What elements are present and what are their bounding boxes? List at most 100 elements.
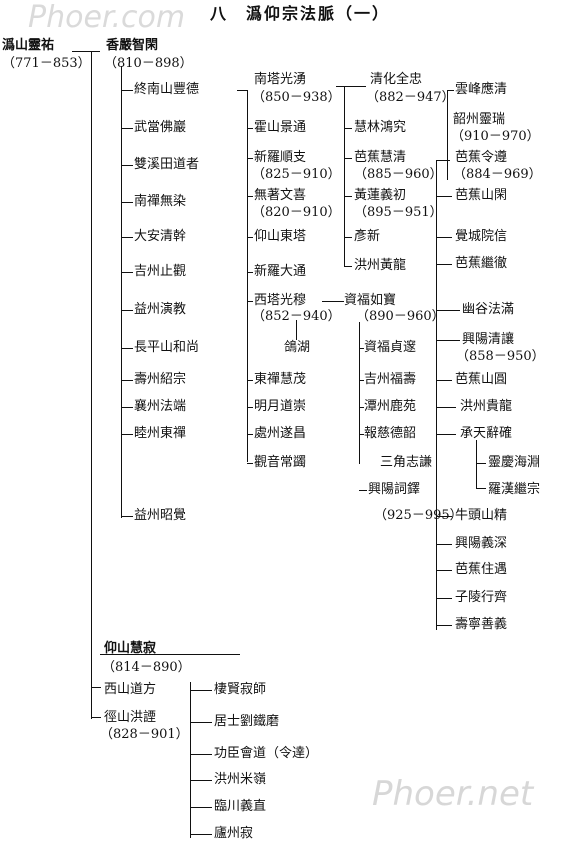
dash — [436, 625, 452, 626]
dash — [322, 301, 344, 302]
dash — [359, 490, 367, 491]
dash — [190, 722, 212, 723]
disciple: 益州昭覺 — [134, 508, 187, 523]
dash — [344, 196, 352, 197]
dash — [436, 570, 452, 571]
connector — [121, 66, 122, 518]
bajiao-shanxian: 芭蕉山閑 — [455, 188, 508, 203]
sanjiao: 三角志謙 — [380, 455, 433, 470]
guanyin: 觀音常蠲 — [254, 455, 307, 470]
dash — [247, 128, 253, 129]
nanta-dates: （850－938） — [252, 90, 341, 105]
yunfeng: 雲峰應清 — [455, 82, 508, 97]
dash — [121, 348, 133, 349]
dash — [121, 407, 133, 408]
zifu-zhensui: 資福貞邃 — [364, 340, 417, 355]
connector — [72, 51, 100, 52]
qinghua-dates: （882－947） — [366, 90, 455, 105]
disciple: 益州演教 — [134, 302, 187, 317]
baoci-deshao: 報慈德韶 — [364, 426, 417, 441]
dash — [247, 301, 253, 302]
dash — [121, 310, 133, 311]
connector — [344, 86, 345, 266]
xita-dates: （852－940） — [252, 309, 341, 324]
dash — [436, 264, 452, 265]
hongzhou-guilong: 洪州貴龍 — [460, 399, 513, 414]
lingqing: 靈慶海淵 — [488, 455, 541, 470]
dash — [121, 128, 133, 129]
connector — [296, 320, 297, 340]
connector — [447, 90, 448, 180]
connector — [91, 717, 101, 718]
xingyang-qingrang: 興陽清讓 — [462, 332, 515, 347]
disciple: 大安清幹 — [134, 229, 187, 244]
ziling: 子陵行齊 — [455, 590, 508, 605]
page-title: 八 潙仰宗法脈（一） — [210, 4, 391, 23]
juecheng: 覺城院信 — [455, 229, 508, 244]
xingyang-qingrang-dates: （858－950） — [456, 349, 545, 364]
nanta-name: 南塔光湧 — [254, 72, 307, 87]
shouning: 壽寧善義 — [455, 617, 508, 632]
dash — [344, 128, 352, 129]
dash — [190, 807, 212, 808]
qixian: 棲賢寂師 — [214, 682, 267, 697]
disciple: 吉州止觀 — [134, 264, 187, 279]
dongchan: 東禪慧茂 — [254, 372, 307, 387]
connector — [436, 160, 437, 630]
dash — [121, 272, 133, 273]
yangshan-dongta: 仰山東塔 — [254, 229, 307, 244]
dash — [190, 780, 212, 781]
dash — [436, 407, 456, 408]
xiangyan-name: 香嚴智閑 — [106, 38, 159, 53]
dash — [247, 237, 253, 238]
connector — [91, 687, 101, 688]
founder-dates: （771－853） — [2, 56, 91, 71]
dash — [247, 272, 253, 273]
bajiao-jiche: 芭蕉繼徹 — [455, 256, 508, 271]
jizhou-fushou: 吉州福壽 — [364, 372, 417, 387]
bajiao-shanyuan: 芭蕉山圓 — [455, 372, 508, 387]
hongzhou-huanglong: 洪州黃龍 — [354, 258, 407, 273]
huanglian: 黃蓮義初 — [354, 188, 407, 203]
dash — [121, 434, 133, 435]
yangshan-name: 仰山慧寂 — [104, 641, 157, 656]
hongzhou-miling: 洪州米嶺 — [214, 772, 267, 787]
dash — [436, 310, 460, 311]
shaozhou-dates: （910－970） — [451, 129, 540, 144]
dash — [436, 434, 456, 435]
niutou: 牛頭山精 — [455, 508, 508, 523]
dash — [436, 380, 452, 381]
connector — [476, 440, 477, 488]
connector — [436, 160, 450, 161]
connector — [100, 654, 240, 655]
xishan: 西山道方 — [104, 682, 157, 697]
xinluo-dat: 新羅大通 — [254, 264, 307, 279]
dash — [359, 348, 364, 349]
xiangyan-dates: （810－898） — [104, 56, 193, 71]
zifu-rubao-dates: （890－960） — [356, 309, 445, 324]
watermark-top: Phoer.com — [28, 0, 186, 35]
connector — [336, 86, 366, 87]
luohan: 羅漢繼宗 — [488, 482, 541, 497]
disciple: 南禪無染 — [134, 194, 187, 209]
disciple: 壽州紹宗 — [134, 372, 187, 387]
xingyang-ciduo: 興陽詞鐸 — [368, 482, 421, 497]
chengtian: 承天辭確 — [460, 426, 513, 441]
dash — [436, 544, 452, 545]
disciple: 終南山豐德 — [134, 82, 200, 97]
yougu: 幽谷法滿 — [462, 302, 515, 317]
dash — [436, 196, 452, 197]
disciple: 長平山和尚 — [134, 340, 200, 355]
wuzhu: 無著文喜 — [254, 188, 307, 203]
connector — [190, 682, 191, 838]
dash — [190, 690, 212, 691]
zifu-rubao: 資福如寶 — [344, 293, 397, 308]
chuzhou: 處州遂昌 — [254, 426, 307, 441]
watermark-bottom: Phoer.net — [372, 774, 534, 814]
dash — [121, 202, 133, 203]
bajiao-lingzun: 芭蕉令遵 — [455, 150, 508, 165]
dash — [247, 407, 253, 408]
dash — [436, 516, 452, 517]
dash — [121, 380, 133, 381]
mingyue: 明月道崇 — [254, 399, 307, 414]
